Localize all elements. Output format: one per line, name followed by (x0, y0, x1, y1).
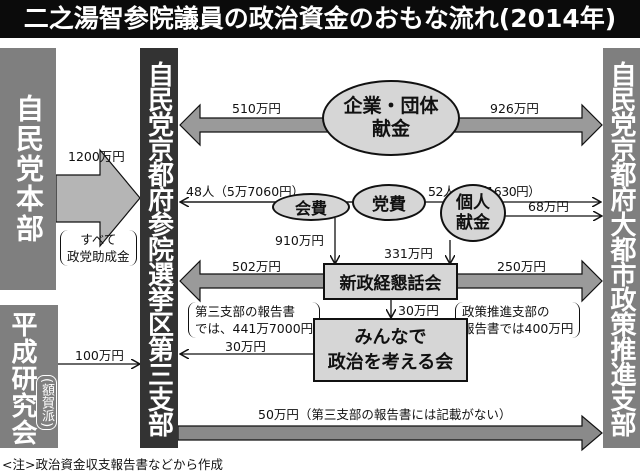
label-hq-to-third: 1200万円 (68, 149, 125, 164)
shinseikei-box: 新政経懇話会 (323, 263, 458, 300)
policy-report-note: 政策推進支部の 報告書では400万円 (455, 302, 581, 338)
label-individual: 331万円 (384, 246, 433, 261)
membership-fee-ellipse: 会費 (272, 193, 350, 221)
third-note-line2: では、441万7000円 (195, 321, 314, 336)
party-fee-label: 党費 (372, 195, 406, 215)
individual-donation-ellipse: 個人献金 (440, 184, 506, 242)
corporate-label: 企業・団体献金 (343, 95, 439, 140)
arrow-third-to-policy (177, 414, 603, 452)
hq-note-line2: 政党助成金 (67, 249, 130, 264)
minnade-box: みんなで 政治を考える会 (313, 318, 468, 382)
footer-note: <注>政治資金収支報告書などから作成 (2, 457, 223, 472)
label-fee-to-third: 48人（5万7060円） (186, 184, 305, 199)
minnade-line2: 政治を考える会 (327, 352, 454, 373)
third-report-note: 第三支部の報告書 では、441万7000円 (188, 302, 321, 338)
policy-note-line1: 政策推進支部の (462, 304, 550, 319)
third-branch-box: 自民党京都府参院選挙区第三支部 (140, 48, 178, 448)
policy-branch-box: 自民党京都府大都市政策推進支部 (603, 48, 640, 448)
hq-note-line1: すべて (80, 232, 117, 247)
policy-note-line2: 報告書では400万円 (462, 321, 574, 336)
minnade-line1: みんなで (354, 327, 427, 348)
corporate-donation-ellipse: 企業・団体献金 (322, 80, 460, 156)
shinseikei-label: 新政経懇話会 (339, 274, 442, 294)
party-fee-ellipse: 党費 (352, 184, 426, 221)
label-heisei-to-third: 100万円 (75, 348, 124, 363)
label-shinseikei-to-minnade: 30万円 (398, 303, 439, 318)
membership-fee-label: 会費 (294, 199, 327, 218)
heisei-box: 平成研究会 (額賀派) (0, 305, 58, 448)
third-note-line1: 第三支部の報告書 (195, 304, 296, 319)
hq-note: すべて 政党助成金 (60, 230, 137, 266)
heisei-name: 平成研究会 (7, 311, 37, 446)
nukaga-faction: (額賀派) (36, 375, 57, 431)
label-kaihi: 910万円 (275, 233, 324, 248)
individual-label: 個人献金 (456, 193, 490, 233)
label-minnade-to-third: 30万円 (225, 339, 266, 354)
label-shinseikei-to-policy: 250万円 (497, 259, 546, 274)
label-individual-to-policy: 68万円 (528, 199, 569, 214)
label-third-to-policy: 50万円（第三支部の報告書には記載がない） (258, 407, 512, 422)
arrow-hq-to-third (55, 148, 141, 248)
ldp-hq-box: 自民党本部 (0, 48, 56, 290)
label-shinseikei-to-third: 502万円 (232, 259, 281, 274)
label-corp-to-third: 510万円 (232, 101, 281, 116)
label-corp-to-policy: 926万円 (490, 101, 539, 116)
diagram-title: 二之湯智参院議員の政治資金のおもな流れ(2014年) (0, 0, 640, 38)
